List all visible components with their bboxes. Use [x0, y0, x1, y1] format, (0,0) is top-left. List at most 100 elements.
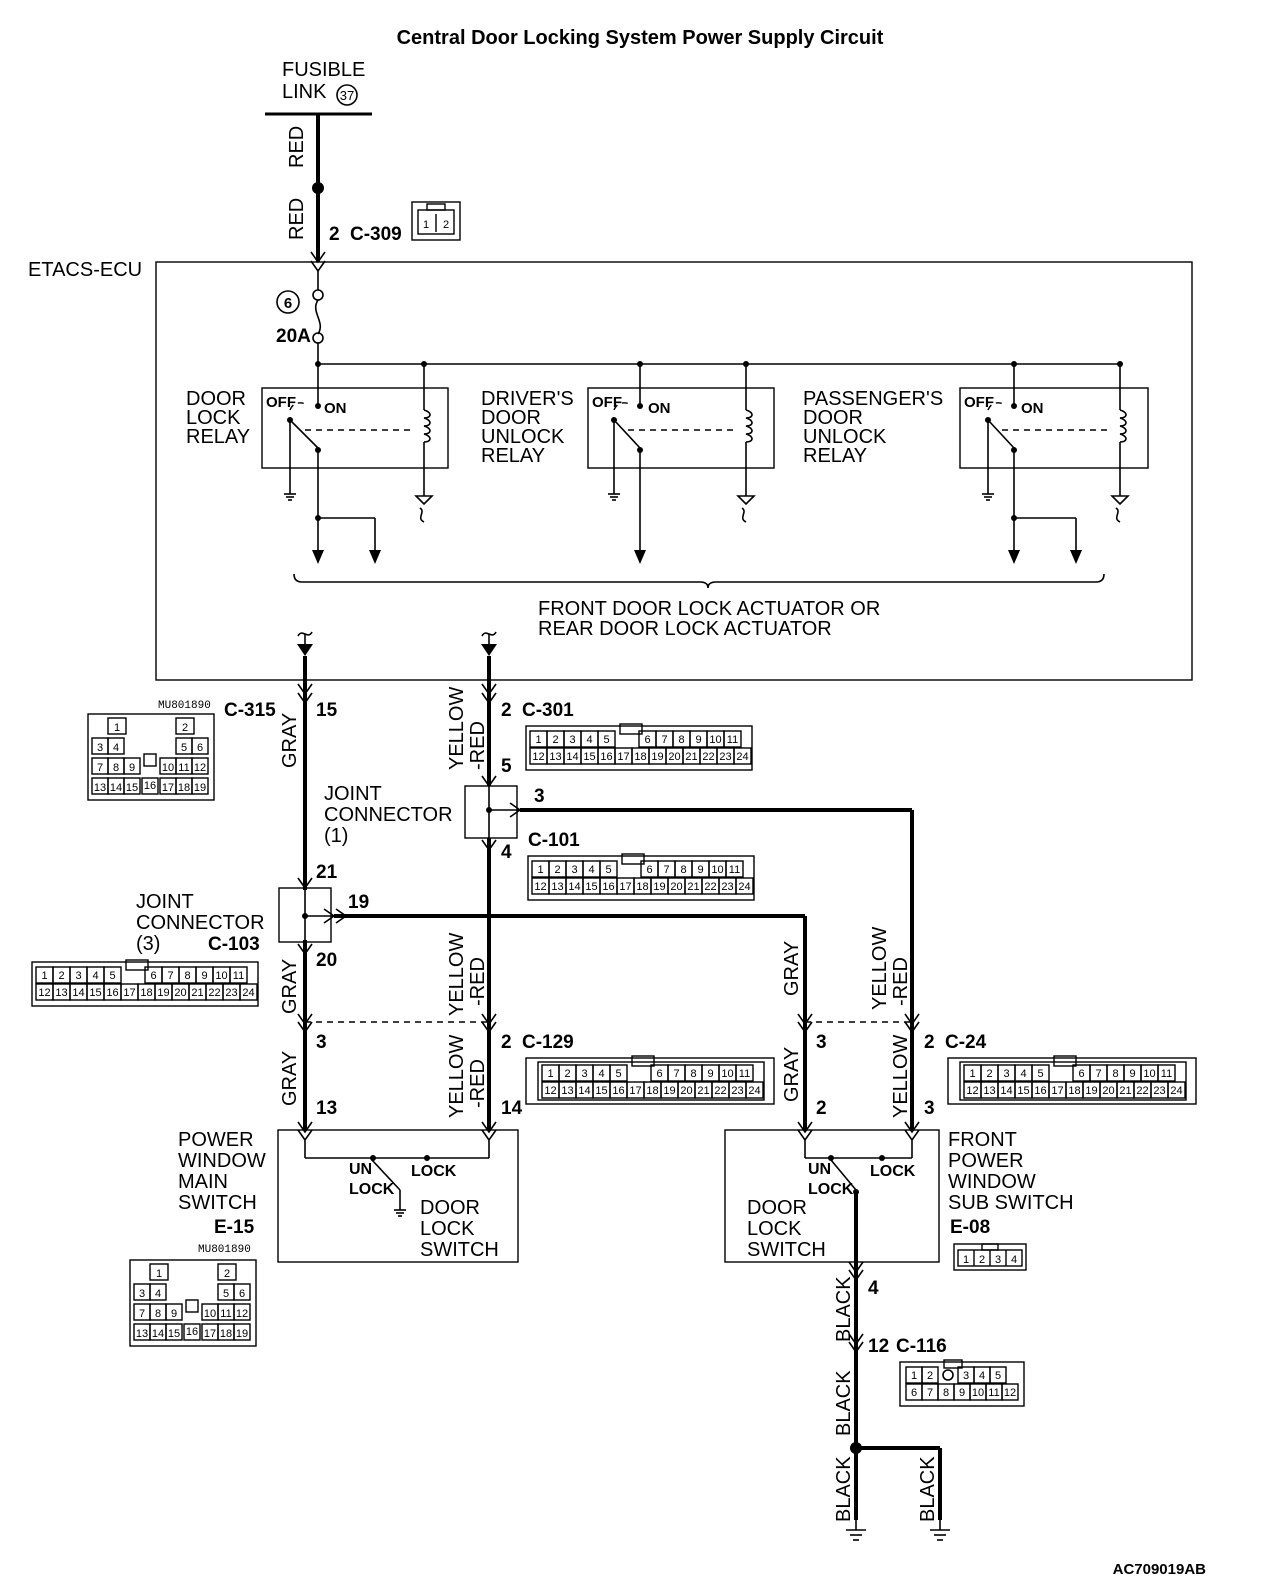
connector-c24-pin-label: 22	[1136, 1085, 1148, 1097]
connector-c116-grid	[899, 1359, 1025, 1407]
ground-symbol-2	[930, 1520, 950, 1541]
connector-c129-grid	[525, 1055, 775, 1105]
relay-2-label-1: DRIVER'S	[481, 388, 574, 410]
connector-c129-pin-label: 16	[612, 1085, 624, 1097]
connector-c129-pin-label: 23	[731, 1085, 743, 1097]
connector-c129-pin-label: 11	[739, 1068, 750, 1080]
connector-c315-grid: 1 2 3 4 5 6 7 8 9 10 11 12 13 14 15 16 1…	[87, 713, 215, 801]
svg-text:4: 4	[1011, 1254, 1017, 1266]
fuse-element	[314, 299, 322, 335]
sub-switch-inner-3: SWITCH	[747, 1239, 826, 1261]
fuse-terminal-bottom	[312, 332, 324, 344]
pin-c103-in: 21	[316, 862, 338, 883]
svg-text:18: 18	[178, 782, 190, 794]
relay-3-off: OFF	[964, 394, 994, 411]
connector-c24-pin-label: 24	[1170, 1085, 1182, 1097]
connector-c301-pin-label: 12	[532, 751, 544, 763]
connector-c129-pin-label: 22	[714, 1085, 726, 1097]
relay-2-label-4: RELAY	[481, 445, 545, 467]
svg-text:1: 1	[156, 1268, 162, 1280]
connector-c129-pin-label: 4	[598, 1068, 604, 1080]
ground-symbol-1	[846, 1520, 866, 1541]
sub-switch-label-1: FRONT	[948, 1129, 1017, 1151]
relay-3-label-2: DOOR	[803, 407, 863, 429]
connector-c129-pin-label: 5	[615, 1068, 621, 1080]
connector-c116-pin-label: 6	[911, 1387, 917, 1399]
connector-c103-pin-label: 2	[58, 970, 64, 982]
wire-label-red-1: RED	[286, 126, 308, 168]
main-switch-label-3: MAIN	[178, 1171, 228, 1193]
svg-text:14: 14	[110, 782, 122, 794]
connector-c103-pin-label: 18	[140, 987, 152, 999]
connector-c103-pin-label: 13	[55, 987, 67, 999]
connector-c103-pin-label: 4	[92, 970, 98, 982]
connector-c129-pin-label: 2	[564, 1068, 570, 1080]
pin-c101-in: 5	[501, 756, 512, 777]
sub-switch-label-2: POWER	[948, 1150, 1024, 1172]
e08-arrows	[797, 1121, 920, 1142]
connector-c301-pin-label: 9	[695, 734, 701, 746]
splice-point-red	[312, 182, 324, 194]
svg-text:3: 3	[995, 1254, 1001, 1266]
connector-c24-cell	[1167, 1081, 1186, 1099]
pin-c309: 2	[329, 224, 340, 245]
connector-c116-pin-label: 9	[959, 1387, 965, 1399]
connector-c24-pin-label: 14	[1000, 1085, 1012, 1097]
door-lock-relay: DOOR LOCK RELAY OFF ON	[186, 364, 449, 564]
relay-2-on: ON	[648, 400, 671, 417]
connector-c301-pin-label: 5	[603, 734, 609, 746]
pin-c301: 2	[501, 700, 512, 721]
svg-text:4: 4	[155, 1288, 161, 1300]
connector-c301-pin-label: 22	[702, 751, 714, 763]
connector-c116-pin-label: 2	[927, 1370, 933, 1382]
fusible-link-label-1: FUSIBLE	[282, 59, 365, 81]
wire-label-black-1: BLACK	[833, 1276, 855, 1342]
connector-c103-pin-label: 1	[41, 970, 47, 982]
wire-label-gray-5: GRAY	[781, 1047, 803, 1102]
svg-text:12: 12	[194, 762, 206, 774]
joint3-label-1: JOINT	[136, 891, 194, 913]
connector-c116-key-icon	[942, 1369, 954, 1381]
c129-c24-arrows	[297, 1013, 920, 1034]
relay-1-label-2: LOCK	[186, 407, 241, 429]
main-switch-inner-1: DOOR	[420, 1197, 480, 1219]
svg-text:2: 2	[182, 722, 188, 734]
connector-c129-pin-label: 6	[656, 1068, 662, 1080]
connector-c103-cell	[103, 966, 122, 984]
connector-c24-pin-label: 17	[1051, 1085, 1063, 1097]
connector-e08-id: E-08	[950, 1217, 990, 1238]
connector-c301-pin-label: 21	[685, 751, 697, 763]
connector-c315-part: MU801890	[158, 700, 211, 712]
pin-e08-left: 2	[816, 1098, 827, 1119]
svg-text:8: 8	[113, 762, 119, 774]
connector-c309-icon: 1 2	[411, 201, 461, 241]
connector-c301-pin-label: 3	[569, 734, 575, 746]
connector-c24-pin-label: 18	[1068, 1085, 1080, 1097]
connector-c301-pin-label: 19	[651, 751, 663, 763]
actuator-label-2: REAR DOOR LOCK ACTUATOR	[538, 618, 832, 640]
connector-c101-pin-label: 8	[680, 864, 686, 876]
relay-1-off: OFF	[266, 394, 296, 411]
svg-text:10: 10	[162, 762, 174, 774]
wire-label-red-suffix-1: -RED	[467, 721, 489, 770]
e08-out-arrows	[848, 1261, 864, 1354]
c103-arrow-out	[297, 943, 313, 956]
svg-text:16: 16	[144, 780, 156, 792]
relay-3-label-4: RELAY	[803, 445, 867, 467]
connector-c301-pin-label: 20	[668, 751, 680, 763]
wire-label-yellow-5: YELLOW	[890, 1035, 912, 1118]
connector-c101-grid	[527, 853, 755, 901]
pin-e08-right: 3	[924, 1098, 935, 1119]
connector-c101-pin-label: 16	[602, 881, 614, 893]
main-switch-lock-bottom: LOCK	[349, 1181, 395, 1198]
svg-text:4: 4	[113, 742, 119, 754]
connector-c116-pin-label: 8	[943, 1387, 949, 1399]
svg-text:15: 15	[168, 1328, 180, 1340]
connector-c116-pin-label: 1	[911, 1370, 917, 1382]
connector-c116-pin-label: 10	[972, 1387, 984, 1399]
connector-c116-pin-label: 5	[995, 1370, 1001, 1382]
power-window-main-switch-box	[277, 1129, 519, 1263]
connector-c116-pin-label: 11	[988, 1387, 999, 1399]
svg-text:10: 10	[204, 1308, 216, 1320]
